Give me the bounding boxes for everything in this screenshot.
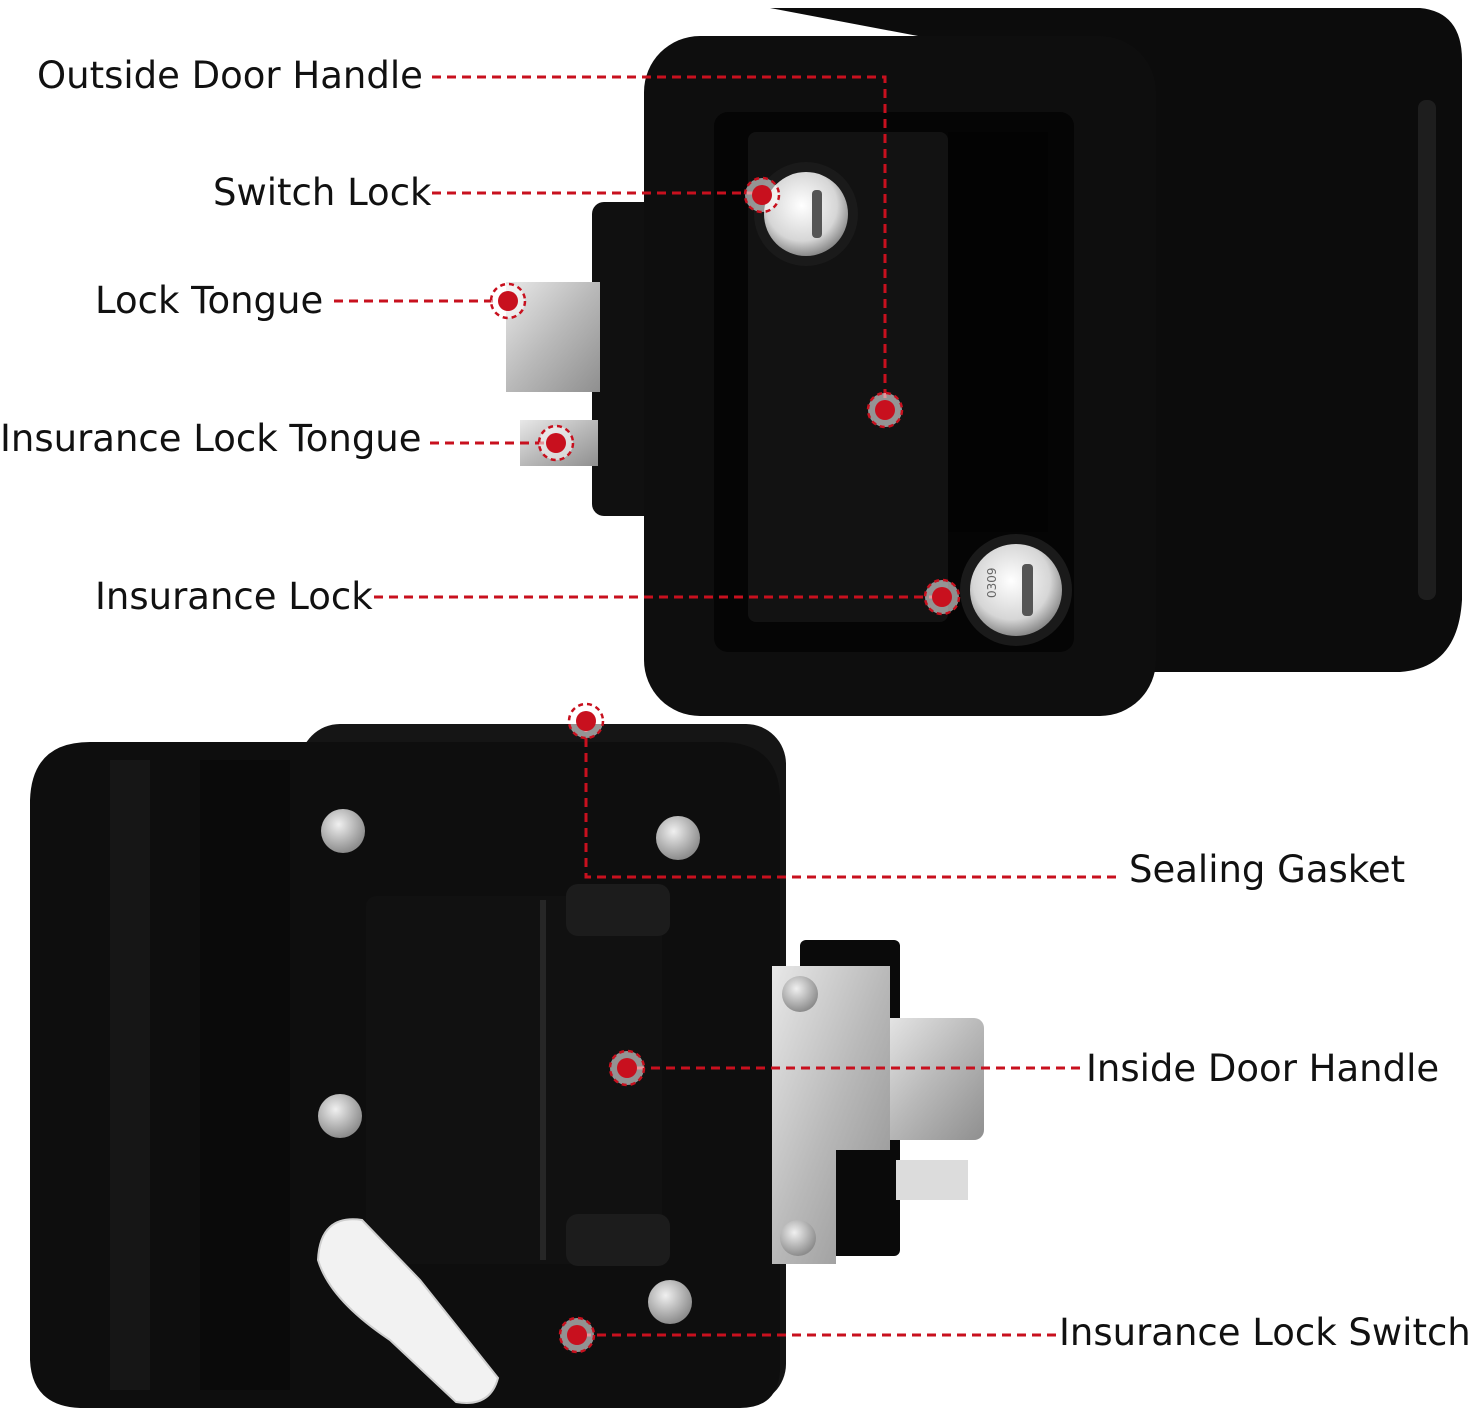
callout-dot-inside-door-handle [617,1058,637,1078]
label-switch-lock: Switch Lock [213,171,432,214]
label-inside-door-handle: Inside Door Handle [1086,1047,1440,1090]
label-insurance-lock-tongue: Insurance Lock Tongue [0,417,422,460]
label-outside-door-handle: Outside Door Handle [37,54,423,97]
callout-dot-outside-door-handle [875,400,895,420]
label-sealing-gasket: Sealing Gasket [1129,848,1406,891]
inside-lock-assembly [30,724,984,1408]
callout-dot-insurance-lock [932,587,952,607]
screw-bottom-right [648,1280,692,1324]
latch-bolt [880,1018,984,1140]
screw-latch-top [782,976,818,1012]
label-insurance-lock-switch: Insurance Lock Switch [1059,1311,1471,1354]
plate-ridge-left [110,760,150,1390]
paddle-shadow [948,132,1048,532]
callout-dot-insurance-lock-tongue [546,433,566,453]
outside-lock-assembly: 0309 [506,8,1462,716]
inside-handle-edge [540,900,546,1260]
inside-handle-hinge-bottom [566,1214,670,1266]
callout-dot-switch-lock [752,185,772,205]
insurance-lock-switch-part [316,1218,500,1404]
inside-handle-body [366,896,662,1264]
callout-dot-insurance-lock-switch [567,1325,587,1345]
screw-latch-bottom [780,1220,816,1256]
label-lock-tongue: Lock Tongue [95,279,324,322]
key-code-text: 0309 [985,567,999,598]
inside-handle-hinge-top [566,884,670,936]
switch-lock-face [764,172,848,256]
callout-dot-lock-tongue [498,291,518,311]
latch-tongue [896,1160,968,1200]
label-insurance-lock: Insurance Lock [95,575,373,618]
callout-lines [334,75,1116,1354]
latch-mount-plate [772,966,890,1264]
rear-housing-slot [1418,100,1436,600]
screw-middle-left [318,1094,362,1138]
screws [318,809,818,1324]
insurance-lock-keyway [1022,564,1033,616]
callout-dot-sealing-gasket [576,711,596,731]
screw-top-right [656,816,700,860]
rear-housing [770,8,1462,672]
screw-top-left [321,809,365,853]
callout-line-sealing-gasket [584,722,1116,879]
insurance-lock-face [970,544,1062,636]
plate-ridge-center [200,760,290,1390]
switch-lock-keyway [812,190,822,238]
callout-line-outside-door-handle [432,75,887,410]
